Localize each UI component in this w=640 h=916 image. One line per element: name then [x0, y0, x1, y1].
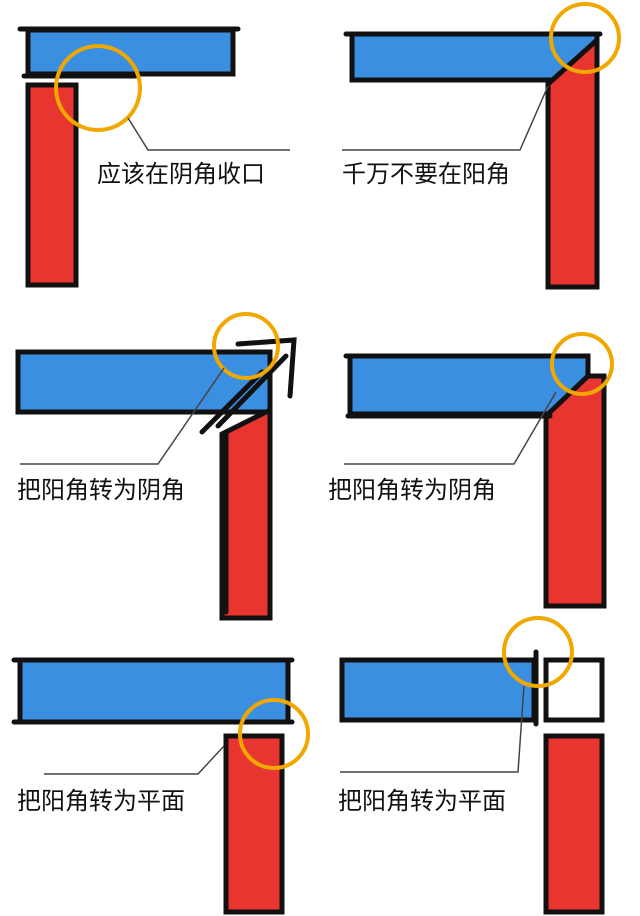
panel-6-red-board	[543, 733, 605, 915]
panel-1-leader-line	[127, 117, 290, 151]
panel-2-leader-line	[342, 85, 549, 151]
panel-5	[11, 657, 310, 915]
panel-1-red-board	[25, 82, 79, 288]
panel-5-leader-line	[44, 745, 225, 775]
panel-3-diagonal-trim	[199, 369, 265, 435]
panel-5-red-board	[223, 733, 285, 915]
panel-3	[15, 312, 297, 621]
panel-3-highlight-ring	[212, 312, 280, 380]
panel-4-caption: 把阳角转为阴角	[328, 476, 496, 504]
panel-3-leader-line	[20, 367, 225, 465]
panel-6-leader-line	[340, 685, 525, 773]
panel-4	[343, 332, 614, 609]
panel-6-caption: 把阳角转为平面	[338, 787, 506, 815]
panel-6-highlight-ring	[502, 616, 574, 688]
panel-6-blue-board	[339, 657, 537, 723]
panel-3-blue-board	[15, 349, 273, 415]
panel-3-red-board	[219, 405, 273, 621]
panel-2-highlight-ring	[549, 2, 621, 74]
panel-5-highlight-ring	[238, 698, 310, 770]
panel-4-highlight-ring	[550, 332, 614, 396]
panel-6-white-block	[543, 657, 605, 723]
panel-1-blue-board	[25, 27, 236, 77]
panel-4-leader-line	[344, 391, 557, 465]
panel-5-caption: 把阳角转为平面	[17, 787, 185, 815]
panel-1-caption: 应该在阴角收口	[97, 160, 265, 188]
panel-3-caption: 把阳角转为阴角	[17, 476, 185, 504]
panel-1	[17, 26, 290, 288]
panel-2-red-board	[545, 34, 600, 290]
panel-6	[339, 616, 605, 915]
panel-3-corner-arrow	[235, 337, 297, 399]
panel-2	[342, 2, 621, 290]
panel-3-arrow-shaft	[215, 353, 289, 429]
panel-1-highlight-ring	[54, 44, 142, 132]
panel-4-red-board	[543, 373, 607, 609]
panel-2-caption: 千万不要在阳角	[342, 160, 510, 188]
